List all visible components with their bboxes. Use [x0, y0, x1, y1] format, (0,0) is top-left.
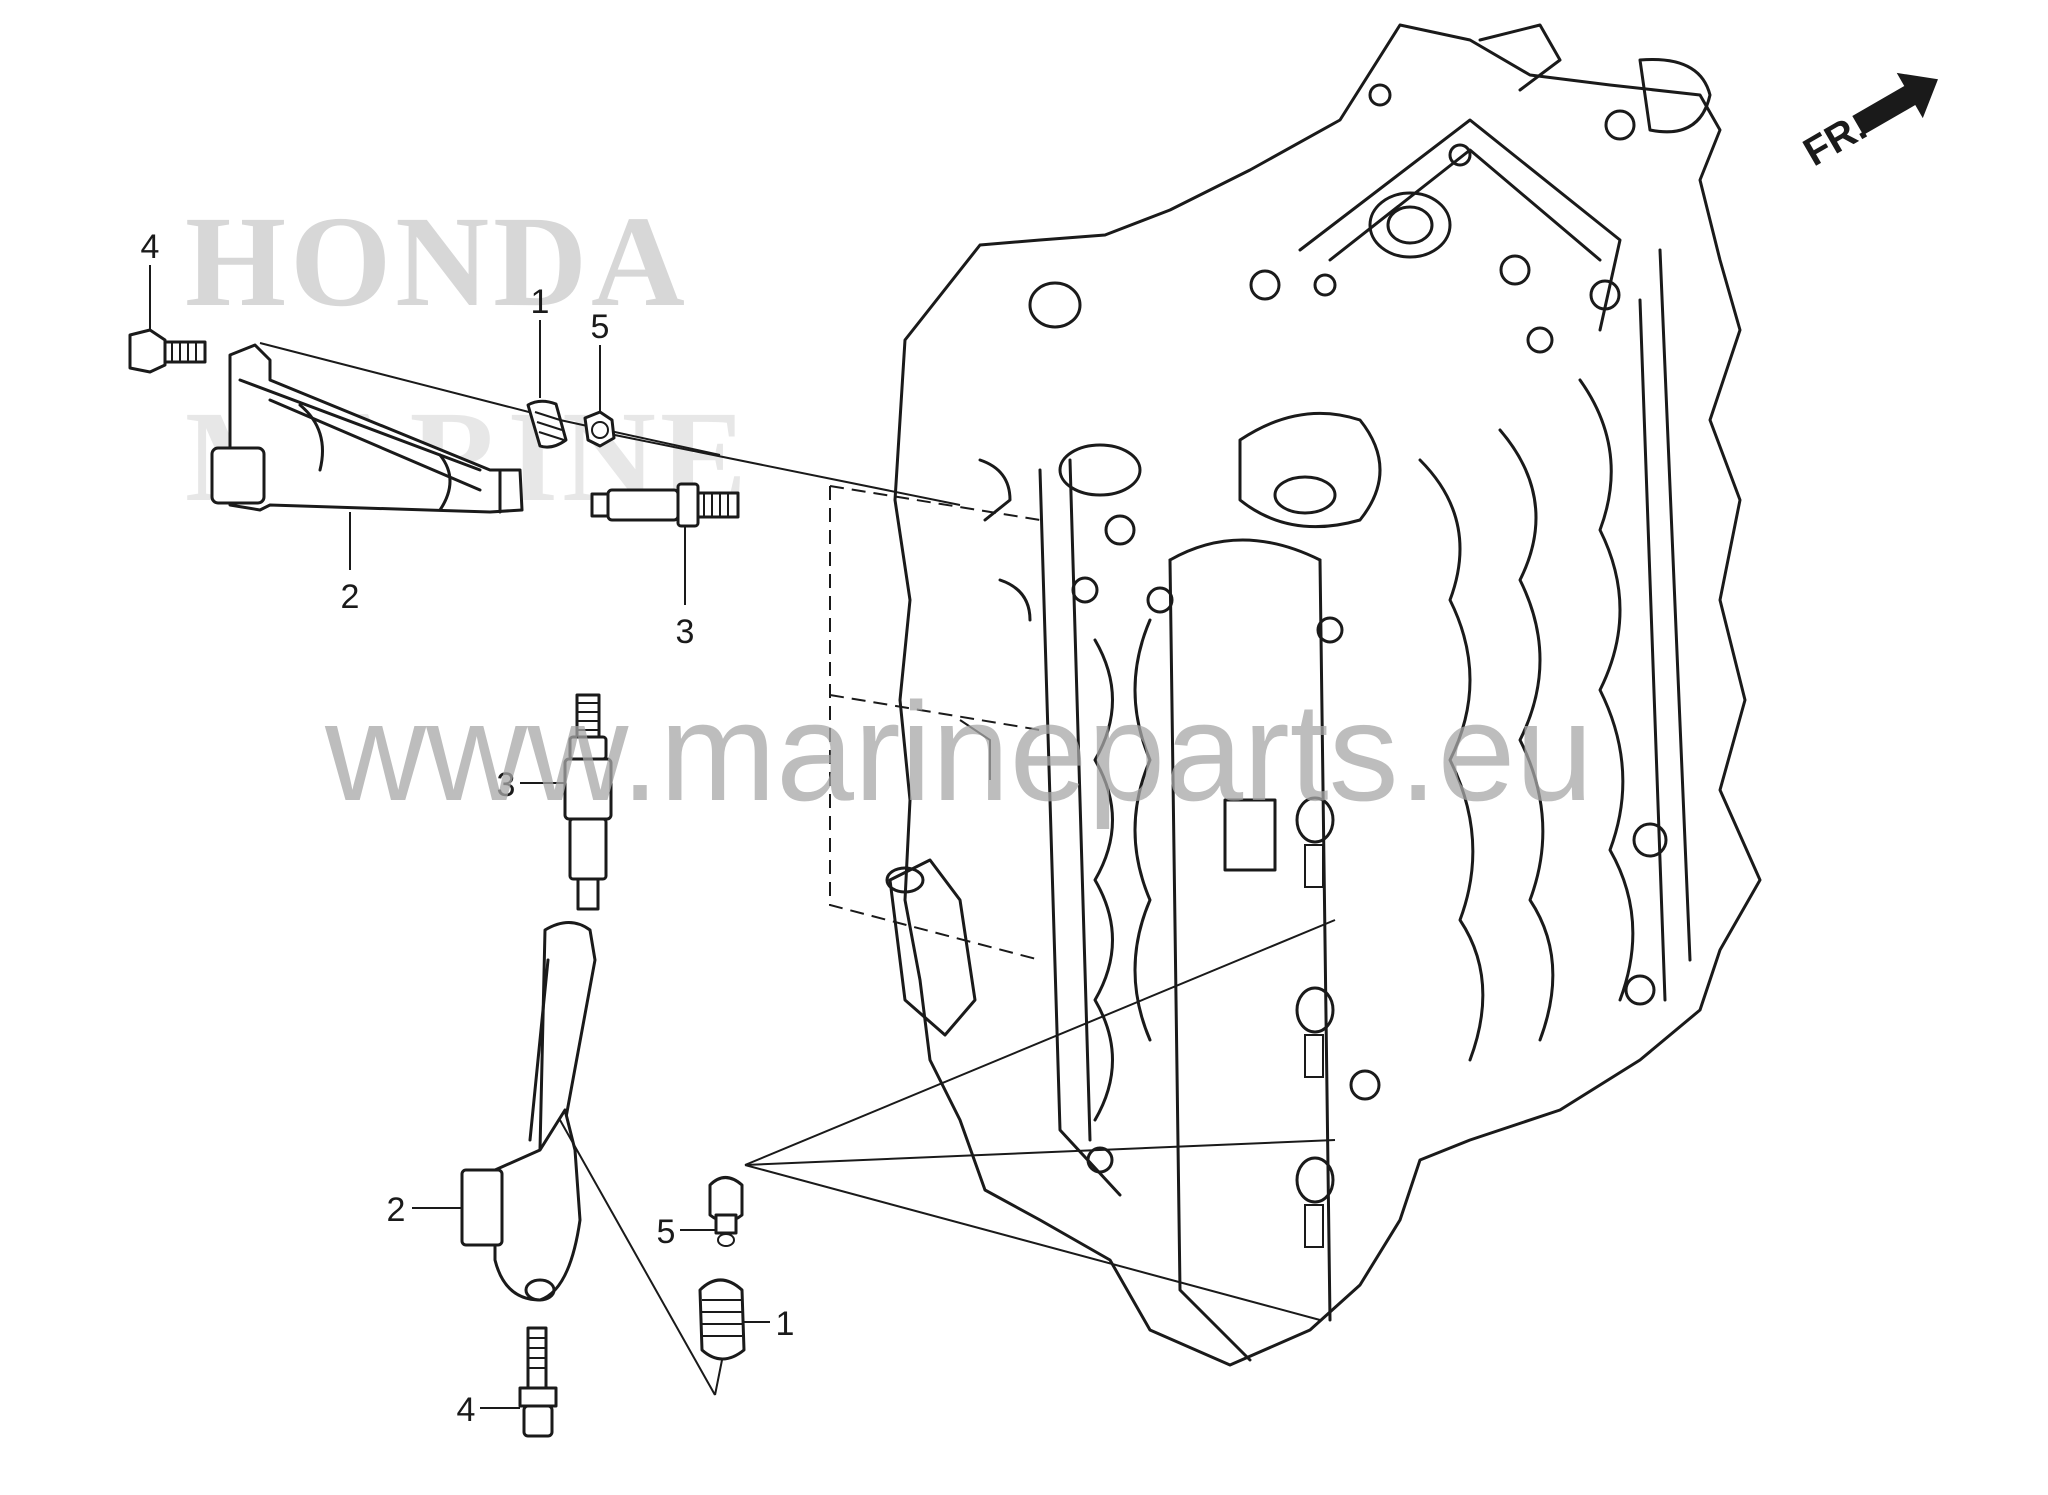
watermark-site: www.marineparts.eu: [324, 673, 1593, 830]
spark-plug-3-bottom: [563, 693, 613, 911]
seal-5-bottom: [708, 1176, 744, 1247]
callout-4-bottom: 4: [457, 1391, 476, 1429]
spark-plug-3-top: [590, 482, 740, 528]
callout-1-bottom: 1: [776, 1305, 795, 1343]
top-part-group: [128, 328, 740, 528]
bolt-4-bottom: [518, 1326, 558, 1438]
callout-2-top: 2: [341, 578, 360, 616]
ignition-coil-2-top: [210, 343, 524, 514]
callout-1-top: 1: [531, 283, 550, 321]
seal-1-top: [526, 399, 568, 449]
callout-3-bottom: 3: [497, 766, 516, 804]
engine-block: [885, 23, 1762, 1367]
bottom-part-group: [460, 693, 1336, 1438]
ignition-coil-2-bottom: [460, 921, 597, 1302]
front-indicator: FR.: [1796, 72, 1938, 175]
callout-5-bottom: 5: [657, 1213, 676, 1251]
bolt-4-top: [128, 328, 207, 374]
callouts: 4 1 5 2 3 3 2 5 1 4: [141, 228, 795, 1429]
callout-3-top: 3: [676, 613, 695, 651]
callout-4-top: 4: [141, 228, 160, 266]
front-direction-arrow-icon: [1852, 72, 1938, 136]
seal-1-bottom: [698, 1278, 746, 1361]
watermark-brand: HONDA: [185, 190, 689, 334]
seal-5-top: [583, 410, 616, 448]
callout-2-bottom: 2: [387, 1191, 406, 1229]
callout-5-top: 5: [591, 308, 610, 346]
